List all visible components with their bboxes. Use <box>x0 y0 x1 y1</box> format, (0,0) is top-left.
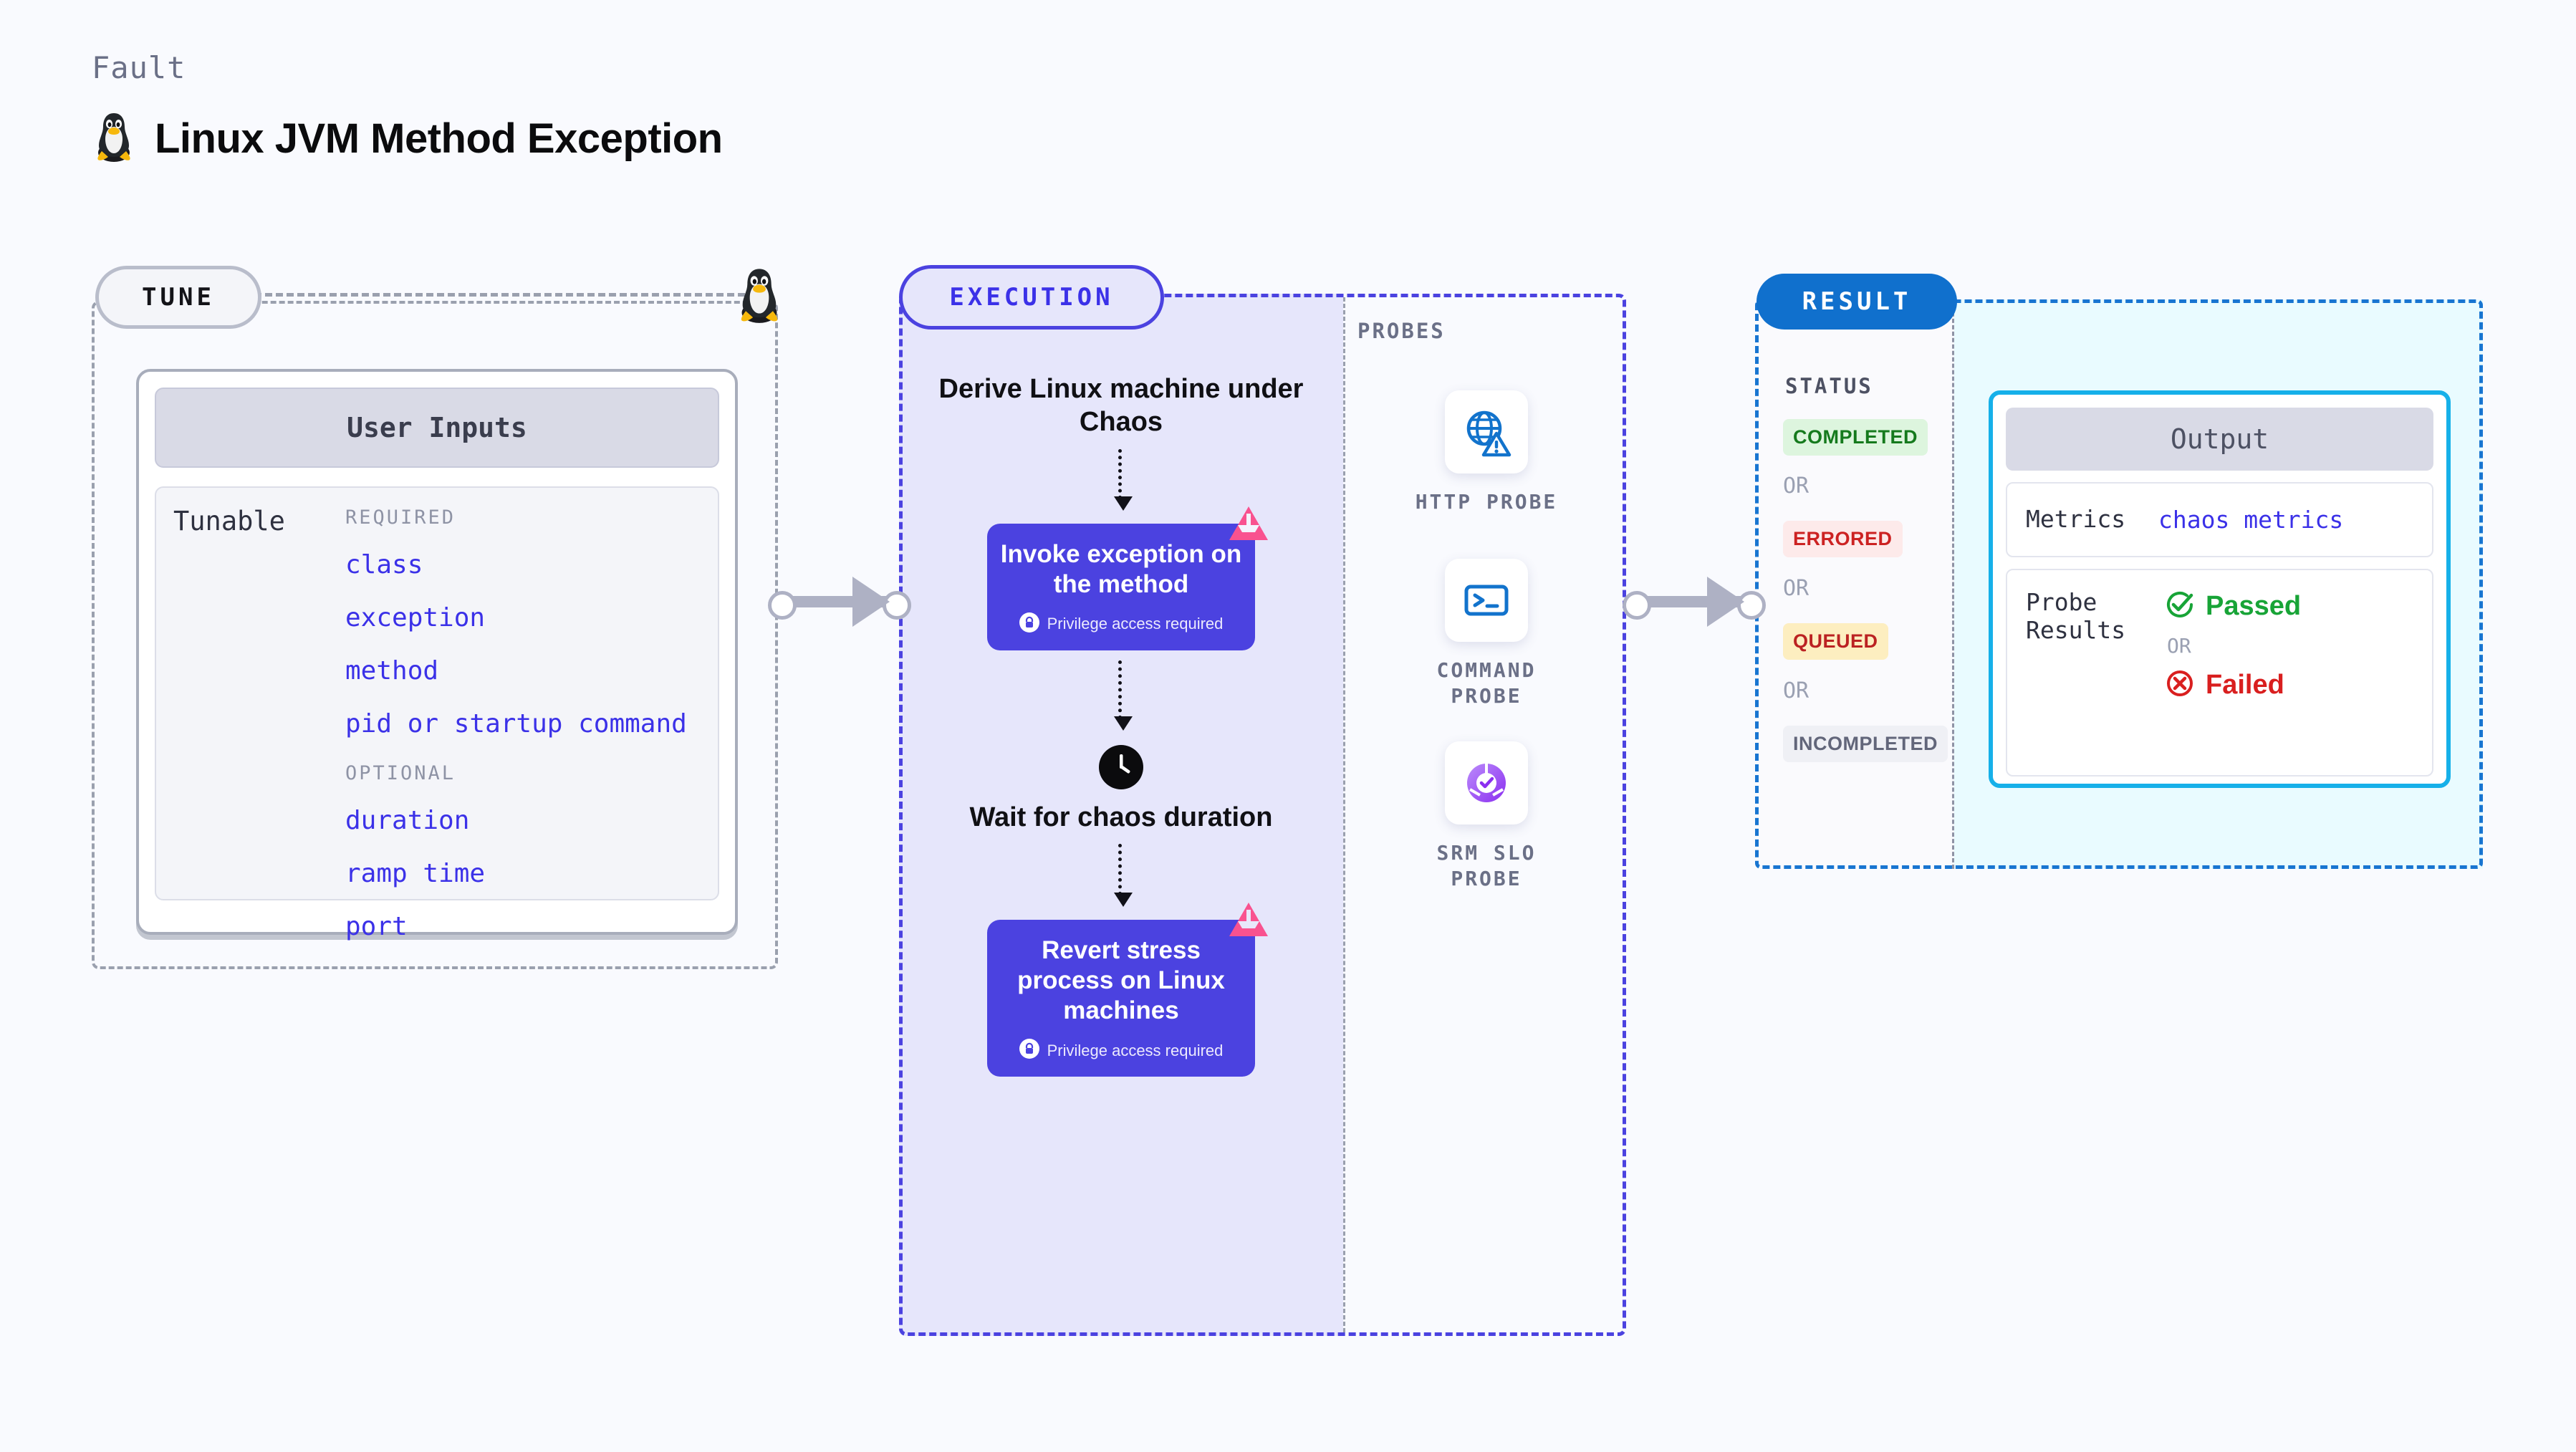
litmus-logo-icon <box>1226 504 1271 548</box>
probe-srm-slo-label: SRM SLO PROBE <box>1436 841 1537 891</box>
fault-title-row: Linux JVM Method Exception <box>92 111 723 166</box>
exec-step-invoke-exception[interactable]: Invoke exception on the method Privilege… <box>987 506 1268 650</box>
probe-results-key: Probe Results <box>2026 588 2126 644</box>
required-group-label: REQUIRED <box>345 506 456 529</box>
output-header: Output <box>2006 408 2433 471</box>
execution-flow: Derive Linux machine under Chaos Invoke … <box>899 372 1343 1077</box>
exec-step-wait-label: Wait for chaos duration <box>969 802 1273 832</box>
tunable-item-exception[interactable]: exception <box>345 603 486 633</box>
probe-result-passed: Passed <box>2164 589 2413 624</box>
status-badge-incompleted: INCOMPLETED <box>1783 726 1948 762</box>
tune-dashed-connector <box>254 293 756 297</box>
probes-divider <box>1343 297 1345 1332</box>
tune-to-execution-arrow <box>768 577 911 627</box>
check-circle-icon <box>2164 589 2196 624</box>
exec-step-wait: Wait for chaos duration <box>899 744 1343 834</box>
status-or-2: OR <box>1783 576 1810 601</box>
tunable-item-duration[interactable]: duration <box>345 806 470 835</box>
probe-result-or: OR <box>2167 634 2191 658</box>
exec-step-invoke-exception-label: Invoke exception on the method <box>1000 539 1242 598</box>
globe-warning-icon <box>1445 390 1528 473</box>
fault-kicker: Fault <box>92 50 186 85</box>
optional-group-label: OPTIONAL <box>345 762 456 784</box>
status-section-label: STATUS <box>1785 374 1873 398</box>
privilege-badge: Privilege access required <box>994 612 1248 636</box>
execution-to-result-arrow <box>1623 577 1766 627</box>
user-inputs-card: User Inputs Tunable REQUIRED class excep… <box>136 369 738 941</box>
tunable-item-pid-or-startup-command[interactable]: pid or startup command <box>345 709 687 739</box>
result-pill-label[interactable]: RESULT <box>1756 274 1957 330</box>
exec-step-revert-stress-label: Revert stress process on Linux machines <box>1017 936 1225 1025</box>
tunable-item-class[interactable]: class <box>345 550 423 580</box>
execution-pill-label[interactable]: EXECUTION <box>899 265 1164 330</box>
tux-penguin-icon <box>92 111 136 166</box>
tune-panel <box>92 301 778 969</box>
lock-icon <box>1019 612 1039 636</box>
status-or-3: OR <box>1783 678 1810 703</box>
tunable-item-method[interactable]: method <box>345 656 439 686</box>
probe-http-label: HTTP PROBE <box>1415 490 1558 514</box>
status-badge-queued: QUEUED <box>1783 623 1888 660</box>
privilege-badge: Privilege access required <box>994 1039 1248 1062</box>
user-inputs-header: User Inputs <box>155 388 719 468</box>
result-panel <box>1755 299 2483 869</box>
probe-result-failed: Failed <box>2164 668 2413 703</box>
litmus-logo-icon <box>1226 900 1271 944</box>
status-badge-completed: COMPLETED <box>1783 419 1928 456</box>
metrics-value-link[interactable]: chaos metrics <box>2158 506 2344 534</box>
metrics-key: Metrics <box>2026 505 2126 534</box>
terminal-icon <box>1445 559 1528 642</box>
lock-icon <box>1019 1039 1039 1062</box>
slo-donut-check-icon <box>1445 741 1528 824</box>
clock-icon <box>1099 744 1143 789</box>
tunable-item-ramp-time[interactable]: ramp time <box>345 859 486 888</box>
probe-result-failed-label: Failed <box>2206 670 2284 700</box>
privilege-text: Privilege access required <box>1047 1041 1224 1059</box>
exec-step-derive-label: Derive Linux machine under Chaos <box>938 374 1304 438</box>
result-status-column <box>1755 299 1954 869</box>
tune-pill-label[interactable]: TUNE <box>95 266 261 329</box>
probe-http[interactable]: HTTP PROBE <box>1397 390 1576 515</box>
tunable-list: REQUIRED class exception method pid or s… <box>345 506 701 941</box>
probe-srm-slo[interactable]: SRM SLO PROBE <box>1397 741 1576 893</box>
page-title: Linux JVM Method Exception <box>155 115 723 162</box>
metrics-row: Metrics chaos metrics <box>2006 482 2433 557</box>
tunable-row-label: Tunable <box>173 506 285 537</box>
output-card: Output Metrics chaos metrics Probe Resul… <box>1989 390 2451 788</box>
page-header: Fault Linux JVM Method Exception <box>92 50 723 166</box>
exec-step-revert-stress[interactable]: Revert stress process on Linux machines … <box>987 903 1268 1077</box>
probe-results-values: Passed OR Failed <box>2158 589 2413 703</box>
probe-command[interactable]: COMMAND PROBE <box>1397 559 1576 710</box>
tunable-item-port[interactable]: port <box>345 912 408 941</box>
status-or-1: OR <box>1783 473 1810 499</box>
probe-command-label: COMMAND PROBE <box>1436 658 1537 708</box>
probes-section-label: PROBES <box>1357 319 1446 343</box>
status-badge-errored: ERRORED <box>1783 521 1903 557</box>
flow-arrow-1 <box>1113 448 1133 511</box>
execution-panel <box>899 294 1626 1336</box>
tunable-body: Tunable REQUIRED class exception method … <box>155 486 719 941</box>
flow-arrow-3 <box>1113 844 1133 908</box>
flow-arrow-2 <box>1113 660 1133 731</box>
tux-penguin-icon <box>731 266 788 324</box>
x-circle-icon <box>2164 668 2196 703</box>
probe-result-passed-label: Passed <box>2206 591 2302 621</box>
probe-results-row: Probe Results Passed OR <box>2006 569 2433 777</box>
privilege-text: Privilege access required <box>1047 615 1224 633</box>
